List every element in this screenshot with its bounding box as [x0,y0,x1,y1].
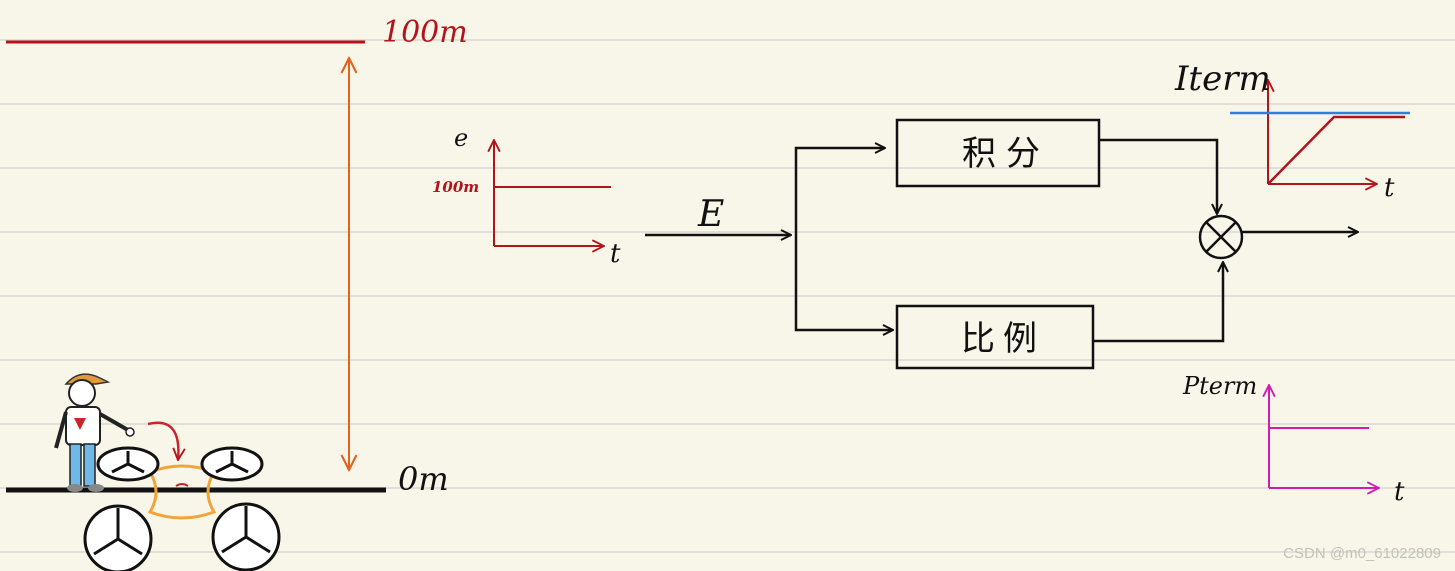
proportional-block-label: 比例 [961,319,1045,359]
branch-to-proportional [794,235,893,330]
integral-block-label: 积分 [962,134,1050,174]
pterm-graph [1269,385,1379,488]
error-axis-y-label: e [454,124,468,152]
drone-icon [83,446,281,571]
iterm-ramp-line [1267,115,1405,185]
watermark: CSDN @m0_61022809 [1283,545,1441,562]
input-signal-label: E [697,194,724,235]
error-graph [494,140,611,246]
branch-to-integral [794,148,885,235]
proportional-output-arrow [1093,262,1223,343]
integral-output-arrow [1099,138,1217,214]
target-height-label: 100m [382,15,468,50]
error-level-label: 100m [432,178,479,196]
ground-height-label: 0m [398,460,449,498]
person-icon [54,373,135,492]
integral-block [895,118,1101,188]
multiply-junction-icon [1198,214,1244,260]
iterm-axis-x-label: t [1384,173,1395,203]
drop-arrow [147,421,178,460]
ruled-lines [0,39,1455,553]
iterm-graph [1230,80,1410,184]
proportional-block [895,304,1095,370]
error-axis-x-label: t [610,239,621,269]
pterm-axis-y-label: Pterm [1182,372,1257,400]
pterm-axis-x-label: t [1394,477,1405,507]
iterm-axis-y-label: Iterm [1174,59,1271,99]
